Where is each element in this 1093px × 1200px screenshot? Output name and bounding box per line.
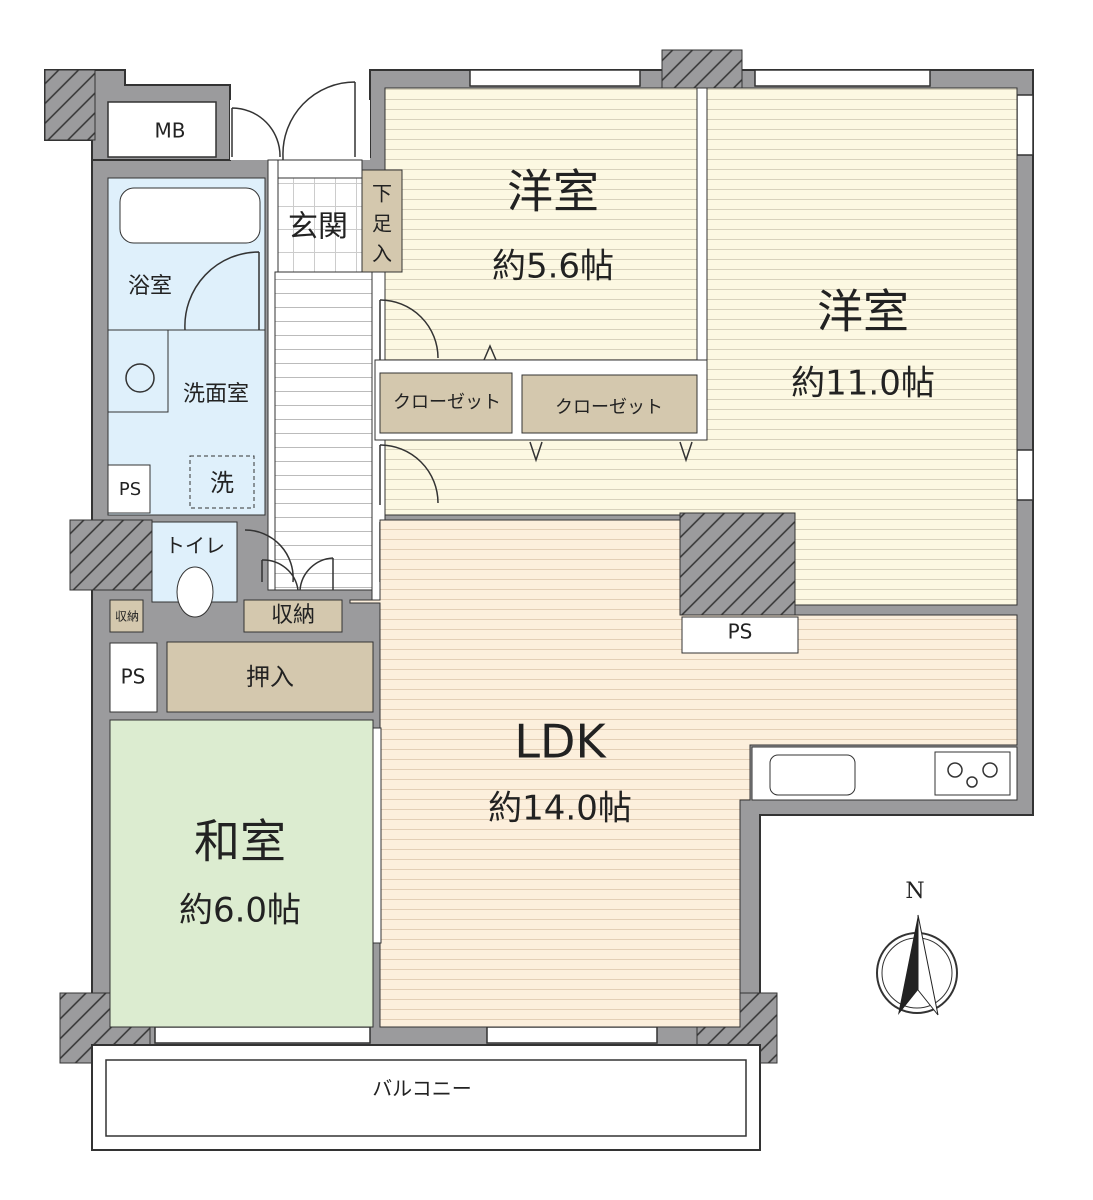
- ps-1-label: PS: [119, 479, 141, 500]
- storage-small-label: 収納: [115, 610, 139, 624]
- washbasin-icon: [125, 363, 155, 393]
- pipe-space-3: [681, 616, 799, 654]
- bathtub-icon: [119, 187, 261, 244]
- storage[interactable]: [243, 599, 343, 633]
- storage-label: 収納: [271, 603, 315, 628]
- western-room-small: [384, 87, 698, 366]
- sliding-door[interactable]: [372, 727, 382, 944]
- shoe-storage-label: 足: [372, 212, 392, 236]
- pillar: [44, 69, 96, 141]
- closet-1[interactable]: [379, 372, 513, 434]
- japanese-size: 約6.0帖: [179, 891, 301, 931]
- shoe-storage[interactable]: [361, 169, 403, 273]
- compass: N: [876, 879, 958, 1016]
- hallway: [274, 271, 376, 591]
- meter-box: [107, 101, 217, 158]
- ldk-size: 約14.0帖: [488, 789, 632, 829]
- japanese-name: 和室: [194, 815, 286, 869]
- western-small-name: 洋室: [507, 165, 599, 219]
- balcony-label: バルコニー: [372, 1077, 472, 1101]
- storage-small[interactable]: [109, 599, 144, 633]
- north-arrow-icon: [898, 915, 918, 1015]
- shoe-storage-label: 入: [372, 242, 392, 266]
- bath-label: 浴室: [128, 274, 172, 299]
- toilet-icon: [176, 566, 214, 618]
- oshiire-label: 押入: [246, 663, 294, 691]
- japanese-room: [109, 719, 374, 1028]
- balcony: [91, 1044, 761, 1151]
- washroom-label: 洗面室: [183, 382, 249, 407]
- washbasin: [107, 329, 169, 413]
- stove-icon: [934, 751, 1011, 796]
- ps-shaft: [679, 512, 796, 616]
- toilet-label: トイレ: [165, 534, 225, 558]
- north-label: N: [905, 879, 924, 904]
- western-large-size: 約11.0帖: [791, 364, 935, 404]
- closet-2-label: クローゼット: [555, 397, 663, 418]
- mb-label: MB: [155, 119, 186, 143]
- closet-2[interactable]: [521, 374, 698, 434]
- washer-label: 洗: [210, 469, 234, 497]
- shoe-storage-label: 下: [372, 182, 392, 206]
- sink-icon: [769, 754, 856, 796]
- ldk-name: LDK: [514, 715, 607, 769]
- pipe-space-1: [107, 464, 151, 514]
- ps-3-label: PS: [728, 620, 753, 644]
- pipe-space-2: [109, 642, 158, 713]
- ps-2-label: PS: [121, 665, 146, 689]
- western-large-name: 洋室: [817, 285, 909, 339]
- pillar: [69, 519, 153, 591]
- washer-space: [189, 455, 255, 509]
- entrance-label: 玄関: [288, 210, 348, 245]
- oshiire[interactable]: [166, 641, 374, 713]
- western-small-size: 約5.6帖: [492, 247, 614, 287]
- closet-1-label: クローゼット: [393, 392, 501, 413]
